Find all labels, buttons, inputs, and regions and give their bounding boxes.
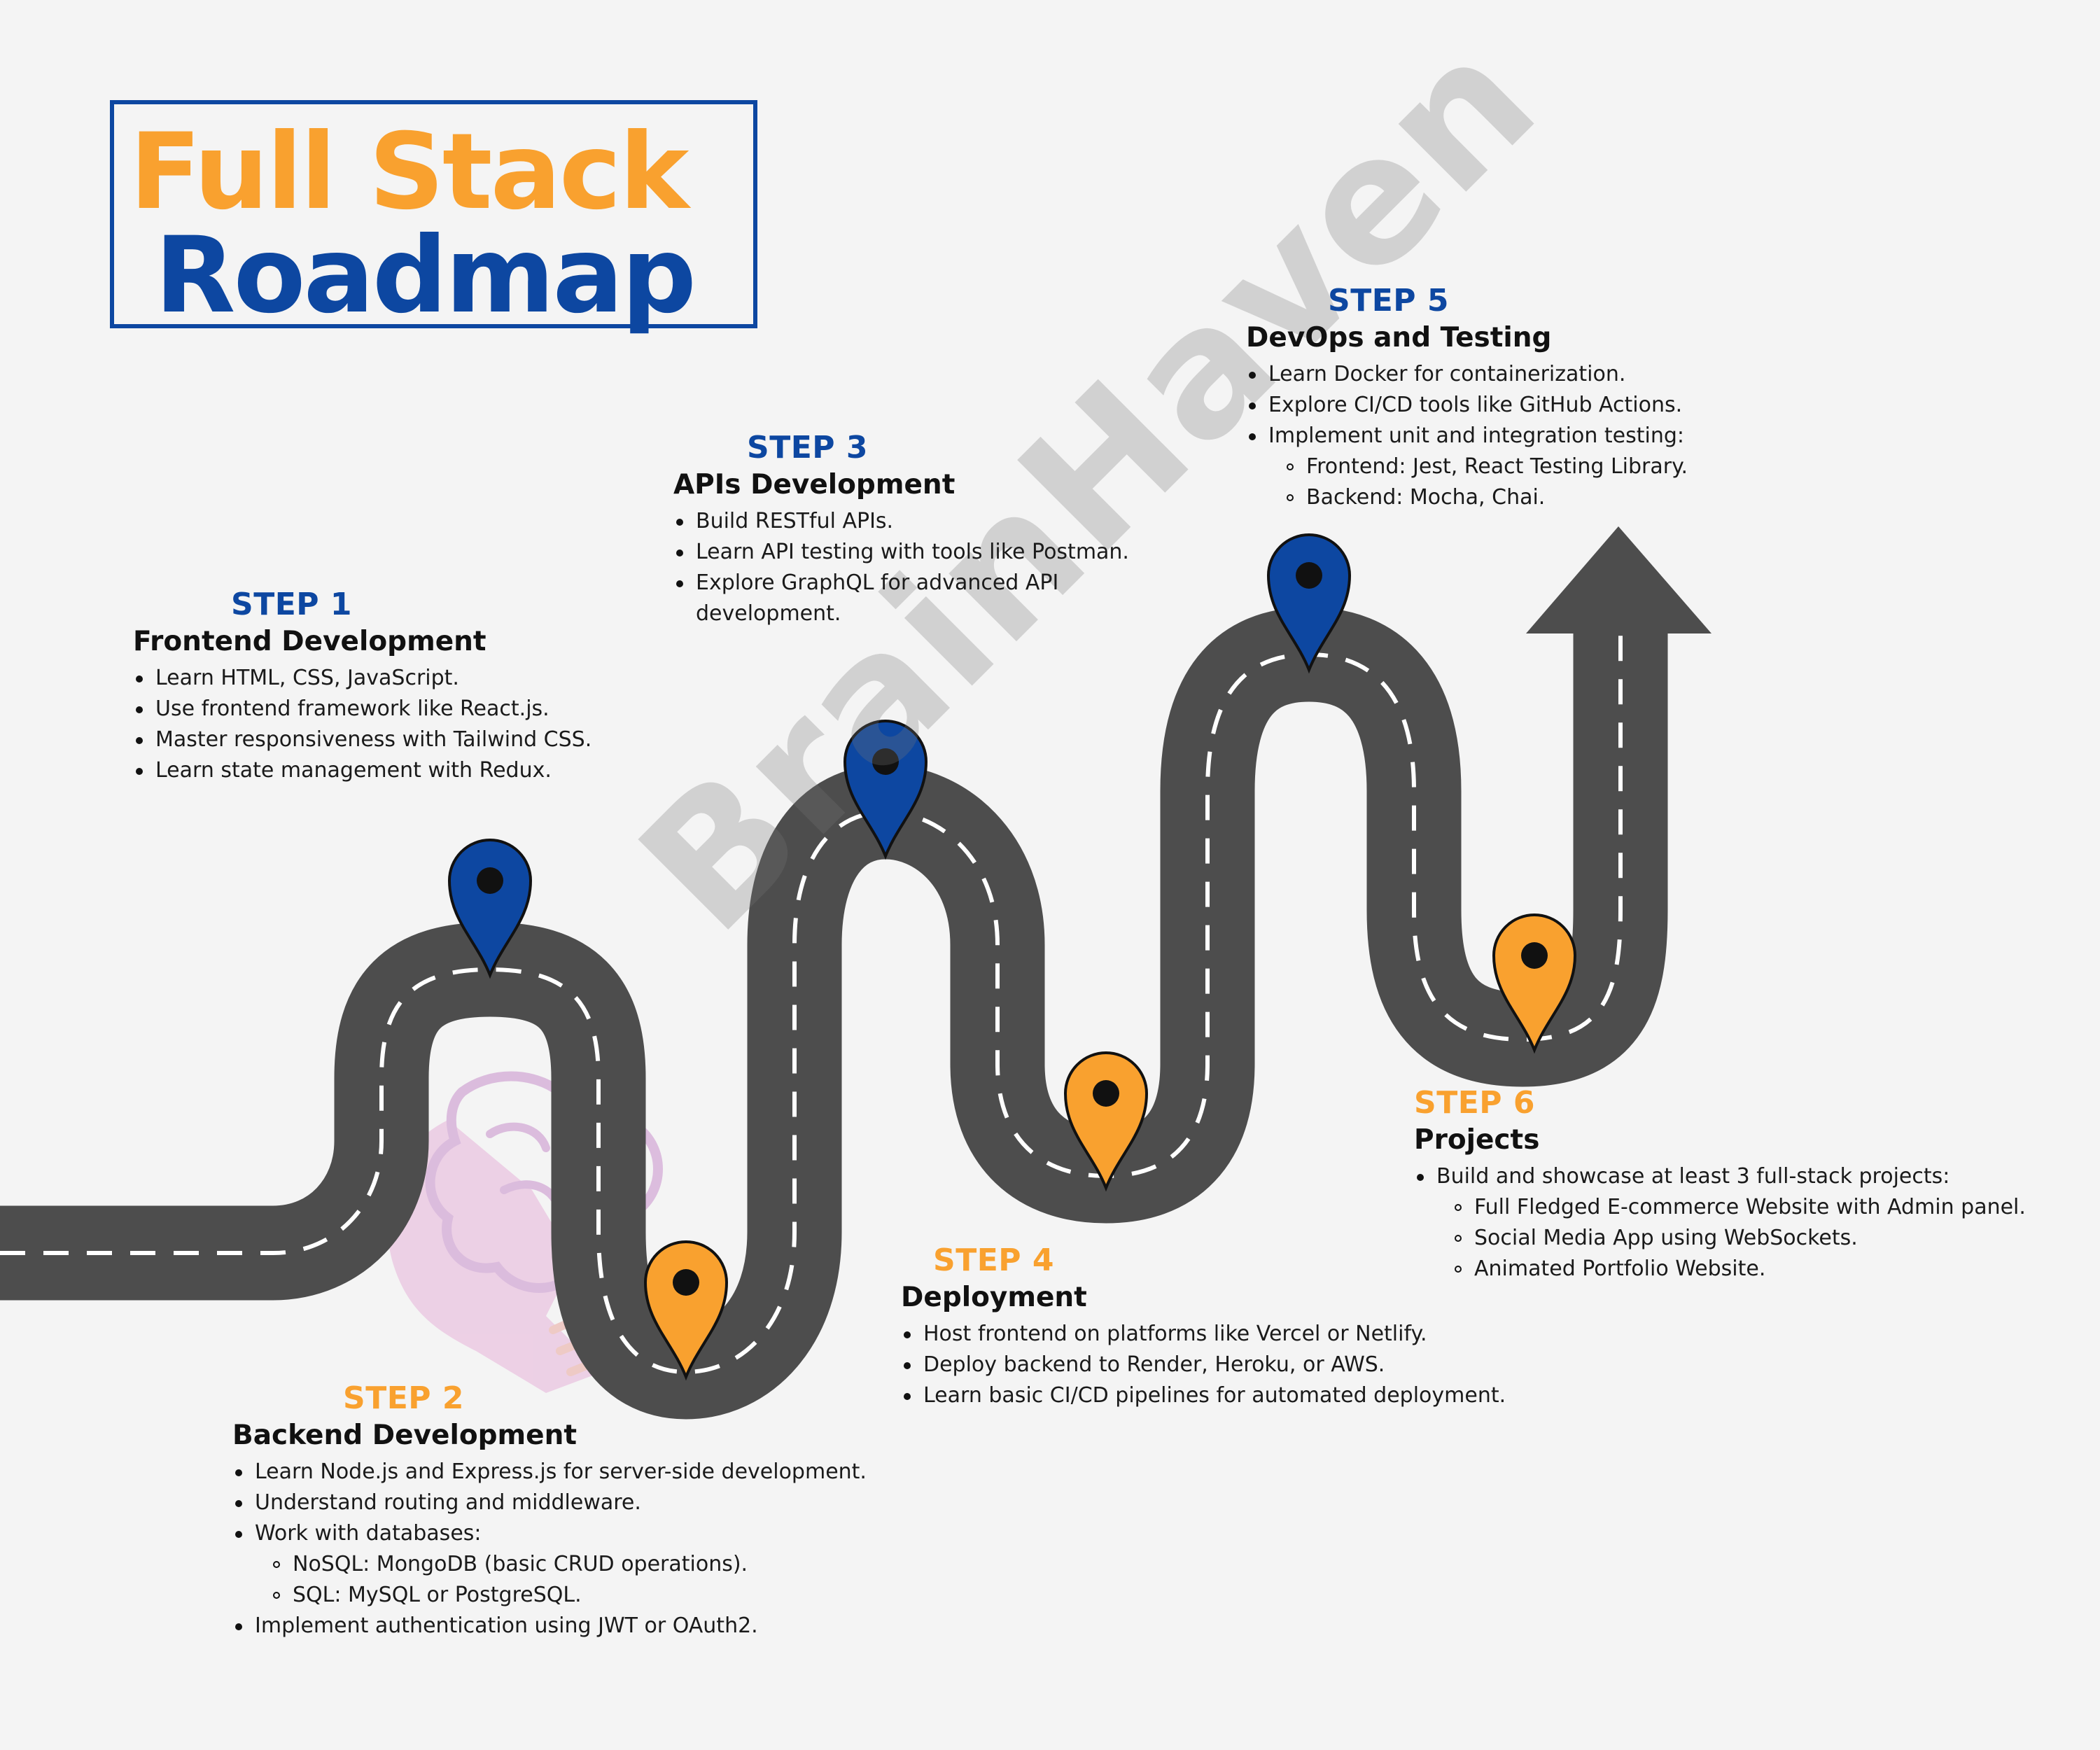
step-points: Build and showcase at least 3 full-stack… bbox=[1414, 1161, 2026, 1284]
step-title: Deployment bbox=[901, 1282, 1087, 1313]
list-subitem: Full Fledged E-commerce Website with Adm… bbox=[1414, 1192, 2026, 1223]
title-line-1: Full Stack bbox=[130, 111, 689, 233]
list-item: Explore GraphQL for advanced API develop… bbox=[673, 568, 1107, 629]
step-1-block: STEP 1 Frontend Development Learn HTML, … bbox=[133, 587, 592, 786]
step-number: STEP 5 bbox=[1328, 283, 1449, 318]
list-subitem: NoSQL: MongoDB (basic CRUD operations). bbox=[232, 1549, 867, 1580]
step-number: STEP 3 bbox=[747, 430, 868, 465]
step-title: Projects bbox=[1414, 1124, 1540, 1156]
step-points: Learn HTML, CSS, JavaScript. Use fronten… bbox=[133, 663, 592, 786]
step-title: Backend Development bbox=[232, 1420, 578, 1451]
step3-pin-icon bbox=[843, 720, 928, 860]
step-points: Learn Docker for containerization. Explo… bbox=[1246, 359, 1688, 513]
list-subitem: Frontend: Jest, React Testing Library. bbox=[1246, 451, 1688, 482]
step-title: APIs Development bbox=[673, 469, 955, 500]
step-number: STEP 1 bbox=[231, 587, 352, 622]
list-item: Implement unit and integration testing: bbox=[1246, 421, 1688, 451]
list-item: Learn HTML, CSS, JavaScript. bbox=[133, 663, 592, 694]
step-points: Build RESTful APIs. Learn API testing wi… bbox=[673, 506, 1129, 629]
step-points: Learn Node.js and Express.js for server-… bbox=[232, 1457, 867, 1642]
step-points: Host frontend on platforms like Vercel o… bbox=[901, 1319, 1506, 1411]
list-item: Learn Node.js and Express.js for server-… bbox=[232, 1457, 867, 1488]
list-item: Host frontend on platforms like Vercel o… bbox=[901, 1319, 1506, 1350]
list-item: Build and showcase at least 3 full-stack… bbox=[1414, 1161, 2026, 1192]
list-item: Deploy backend to Render, Heroku, or AWS… bbox=[901, 1350, 1506, 1380]
step1-pin-icon bbox=[447, 839, 533, 979]
step-2-block: STEP 2 Backend Development Learn Node.js… bbox=[232, 1380, 867, 1642]
step-5-block: STEP 5 DevOps and Testing Learn Docker f… bbox=[1246, 283, 1688, 513]
list-item: Learn state management with Redux. bbox=[133, 755, 592, 786]
list-item: Learn Docker for containerization. bbox=[1246, 359, 1688, 390]
step4-pin-icon bbox=[1063, 1051, 1149, 1192]
step5-pin-icon bbox=[1266, 533, 1352, 674]
step-3-block: STEP 3 APIs Development Build RESTful AP… bbox=[673, 430, 1129, 629]
step-title: Frontend Development bbox=[133, 626, 486, 657]
list-item: Understand routing and middleware. bbox=[232, 1488, 867, 1518]
list-item: Implement authentication using JWT or OA… bbox=[232, 1611, 867, 1642]
list-subitem: Backend: Mocha, Chai. bbox=[1246, 482, 1688, 513]
step-4-block: STEP 4 Deployment Host frontend on platf… bbox=[901, 1242, 1506, 1411]
step-number: STEP 4 bbox=[933, 1242, 1054, 1278]
list-subitem: Social Media App using WebSockets. bbox=[1414, 1223, 2026, 1254]
list-item: Work with databases: bbox=[232, 1518, 867, 1549]
step-title: DevOps and Testing bbox=[1246, 322, 1552, 354]
list-item: Use frontend framework like React.js. bbox=[133, 694, 592, 724]
road-lane-dashes bbox=[0, 630, 1623, 1375]
list-item: Learn basic CI/CD pipelines for automate… bbox=[901, 1380, 1506, 1411]
title-box: Full Stack Roadmap bbox=[110, 100, 757, 337]
step2-pin-icon bbox=[643, 1240, 729, 1381]
step-6-block: STEP 6 Projects Build and showcase at le… bbox=[1414, 1085, 2026, 1284]
list-subitem: Animated Portfolio Website. bbox=[1414, 1254, 2026, 1284]
list-subitem: SQL: MySQL or PostgreSQL. bbox=[232, 1580, 867, 1611]
step-number: STEP 2 bbox=[343, 1380, 464, 1416]
list-item: Build RESTful APIs. bbox=[673, 506, 1107, 537]
step6-pin-icon bbox=[1492, 913, 1577, 1054]
arrow-head-icon bbox=[1526, 526, 1712, 634]
list-item: Learn API testing with tools like Postma… bbox=[673, 537, 1129, 568]
title-line-2: Roadmap bbox=[155, 215, 696, 337]
list-item: Explore CI/CD tools like GitHub Actions. bbox=[1246, 390, 1688, 421]
step-number: STEP 6 bbox=[1414, 1085, 1535, 1121]
list-item: Master responsiveness with Tailwind CSS. bbox=[133, 724, 592, 755]
